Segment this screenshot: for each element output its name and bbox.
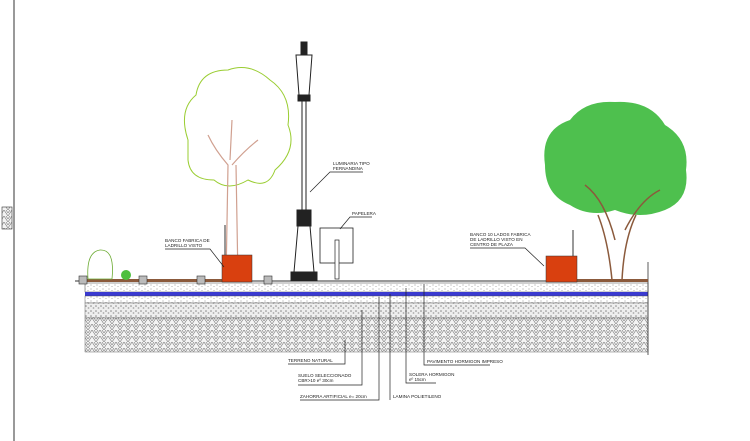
label-banco-right-2: DE LADRILLO VISTO EN (470, 237, 523, 242)
label-banco-right-1: BANCO 10 LADOS FABRICA (470, 232, 531, 237)
layer-solera (84, 295, 649, 304)
bollards (78, 275, 273, 285)
label-papelera: PAPELERA (352, 211, 377, 216)
label-pavimento: PAVIMENTO HORMIGON IMPRESO (427, 359, 503, 364)
planter-right (545, 255, 578, 283)
annotations: BANCO FABRICA DE LADRILLO VISTO LUMINARI… (165, 161, 545, 401)
shrub-icon (87, 249, 113, 280)
label-lamina: LAMINA POLIETILENO (393, 394, 442, 399)
layer-zahorra (84, 302, 649, 319)
label-luminaria-1: LUMINARIA TIPO (333, 161, 370, 166)
layer-pavimento (84, 282, 649, 293)
label-solera-1: SOLERA HORMIGON (409, 372, 454, 377)
label-banco-right-3: CENTRO DE PLAZA (470, 242, 514, 247)
label-suelo-1: SUELO SELECCIONADO (298, 373, 352, 378)
tree-right (544, 101, 687, 283)
soil-strip-left (85, 279, 225, 282)
qr-code-icon (1, 206, 13, 230)
soil-strip-right (577, 279, 648, 282)
label-solera-2: eº 15cm (409, 377, 426, 382)
label-banco-left-2: LADRILLO VISTO (165, 243, 203, 248)
papelera (319, 227, 354, 280)
planter-left (221, 254, 253, 283)
label-banco-left-1: BANCO FABRICA DE (165, 238, 210, 243)
layer-lamina (85, 292, 648, 296)
label-luminaria-2: FERNANDINA (333, 166, 364, 171)
label-zahorra: ZAHORRA ARTIFICIAL e= 20cm (300, 394, 367, 399)
shrub-icon (121, 270, 131, 280)
street-lamp (290, 41, 318, 282)
label-suelo-2: CBR>10 eº 30cm (298, 378, 334, 383)
label-terreno: TERRENO NATURAL (288, 358, 333, 363)
tree-left (183, 67, 292, 283)
layer-suelo (84, 317, 649, 353)
